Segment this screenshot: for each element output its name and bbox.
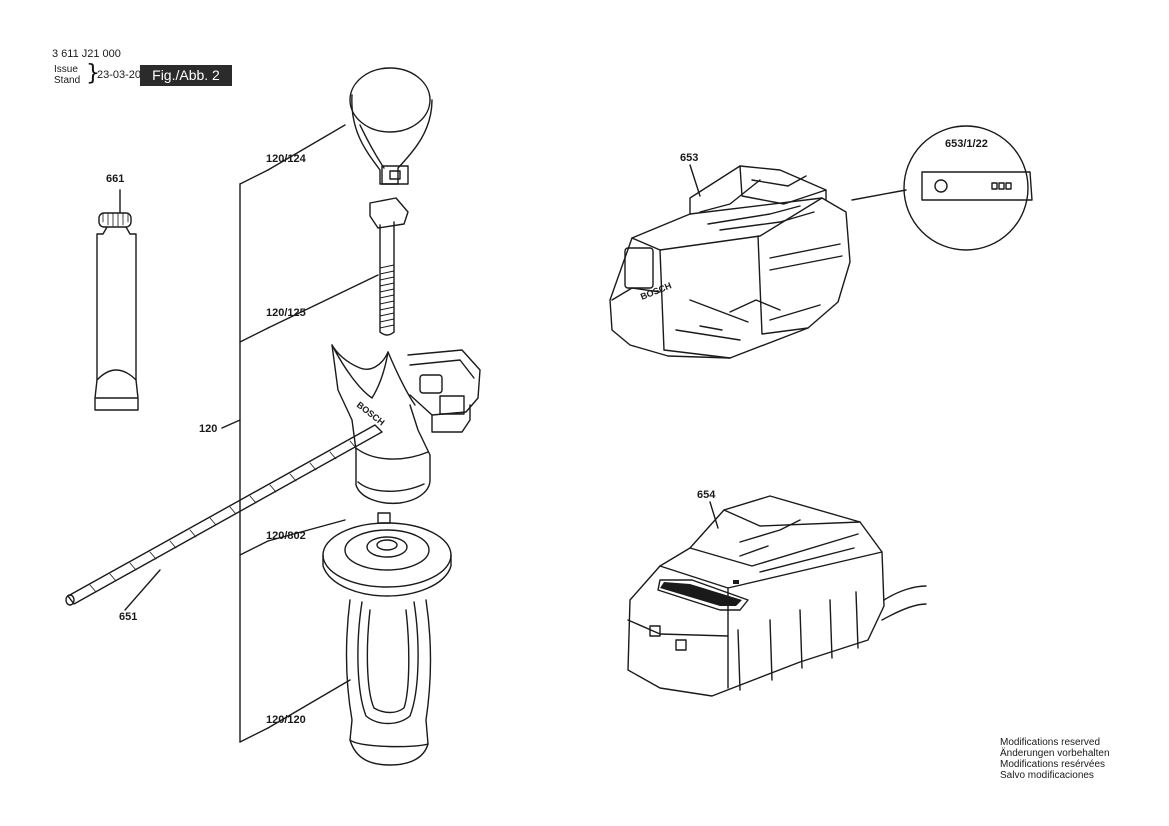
charger-slot xyxy=(660,582,742,606)
modifications-es: Salvo modificaciones xyxy=(1000,770,1094,781)
modifications-en: Modifications reserved xyxy=(1000,737,1101,748)
part-label-120-124: 120/124 xyxy=(266,153,306,165)
issue-date: 23-03-20 xyxy=(97,69,142,81)
grease-tube xyxy=(94,212,139,411)
issue-label: Issue Stand xyxy=(54,64,80,86)
brand-marks: BOSCH BOSCH xyxy=(355,280,673,427)
part-label-654: 654 xyxy=(697,489,716,501)
part-label-653: 653 xyxy=(680,152,699,164)
handle-body xyxy=(331,344,481,505)
modifications-note: Modifications reserved Änderungen vorbeh… xyxy=(1000,737,1110,781)
battery-logo: BOSCH xyxy=(639,280,673,301)
document-number: 3 611 J21 000 xyxy=(52,48,121,60)
part-label-120: 120 xyxy=(199,423,218,435)
figure-label: Fig./Abb. 2 xyxy=(140,65,232,86)
charger-led xyxy=(733,580,739,584)
depth-rod xyxy=(65,424,383,611)
handle-logo: BOSCH xyxy=(355,400,387,428)
part-label-120-125: 120/125 xyxy=(266,307,306,319)
brace-glyph: } xyxy=(86,61,100,86)
battery-pack xyxy=(609,165,851,359)
group-120-bracket xyxy=(221,124,379,743)
part-label-120-802: 120/802 xyxy=(266,530,306,542)
part-label-661: 661 xyxy=(106,173,125,185)
part-label-653-1-22: 653/1/22 xyxy=(945,138,988,150)
clamp-bolt xyxy=(369,197,409,336)
handle-collar xyxy=(322,512,452,597)
part-label-651: 651 xyxy=(119,611,138,623)
handle-grip xyxy=(345,599,432,766)
issue-label-de: Stand xyxy=(54,75,81,86)
part-label-120-120: 120/120 xyxy=(266,714,306,726)
modifications-de: Änderungen vorbehalten xyxy=(1000,748,1110,759)
issue-label-en: Issue xyxy=(54,64,78,75)
modifications-fr: Modifications resérvées xyxy=(1000,759,1106,770)
detail-circle xyxy=(851,125,1033,251)
charger xyxy=(627,495,927,697)
clamp-band xyxy=(349,67,433,185)
